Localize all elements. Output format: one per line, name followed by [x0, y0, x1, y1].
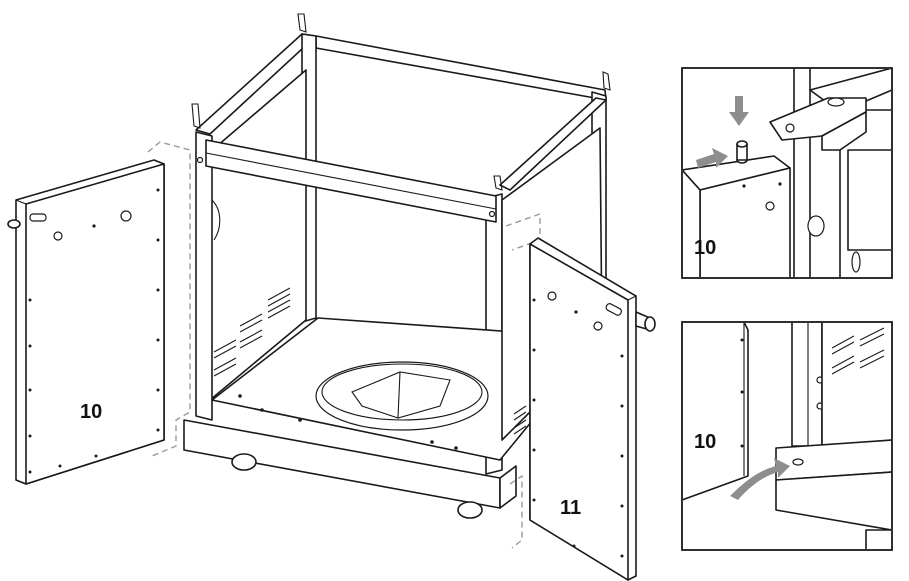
right-wall-vents — [513, 405, 527, 435]
inset-bottom-hinge-detail: 10 — [681, 321, 893, 551]
right-door-number: 11 — [560, 497, 581, 519]
inset-bottom-number: 10 — [694, 431, 716, 453]
dashed-guides — [147, 141, 541, 549]
left-door: 10 — [7, 159, 165, 485]
right-door: 11 — [529, 237, 656, 581]
inset-top-hinge-detail: 10 — [681, 67, 893, 279]
left-door-number: 10 — [80, 401, 102, 423]
left-wall-vents — [213, 287, 291, 377]
inset-top-number: 10 — [694, 237, 716, 259]
left-door-rivets — [28, 188, 160, 474]
right-door-rivets — [532, 298, 624, 558]
